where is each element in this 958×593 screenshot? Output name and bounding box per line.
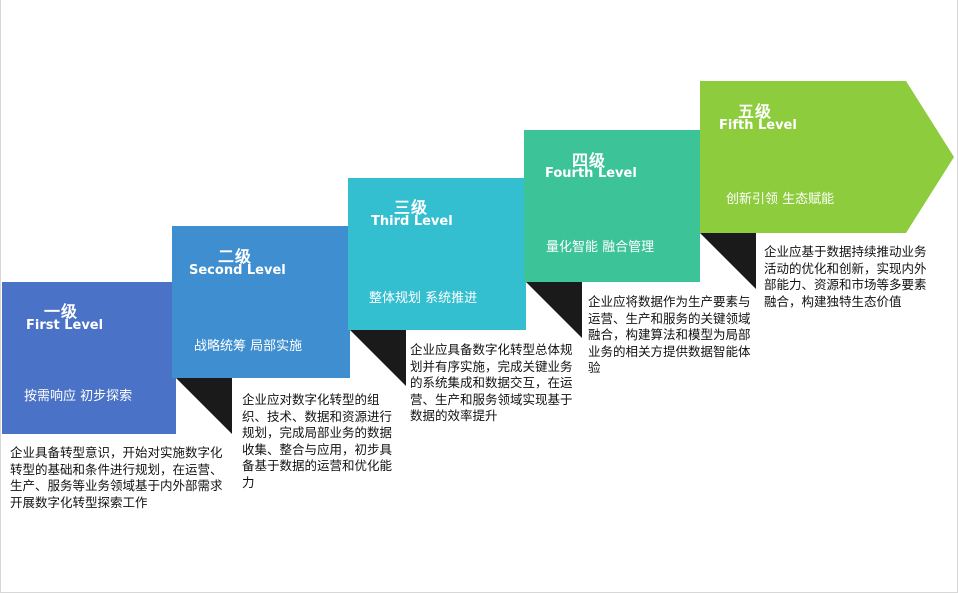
level-1-title-en: First Level bbox=[26, 318, 104, 333]
level-1-description: 企业具备转型意识，开始对实施数字化转型的基础和条件进行规划，在运营、生产、服务等… bbox=[10, 445, 223, 510]
level-2-keywords: 战略统筹 局部实施 bbox=[194, 339, 303, 354]
level-3-description: 企业应具备数字化转型总体规划并有序实施，完成关键业务的系统集成和数据交互，在运营… bbox=[410, 342, 573, 423]
level-5-title-cn: 五级 bbox=[738, 102, 773, 121]
level-1-fold-icon bbox=[176, 378, 232, 434]
level-1-title-cn: 一级 bbox=[44, 302, 79, 321]
level-2-fold-icon bbox=[350, 330, 406, 386]
level-4-fold-icon bbox=[700, 233, 756, 289]
level-5-description: 企业应基于数据持续推动业务活动的优化和创新，实现内外部能力、资源和市场等多要素融… bbox=[764, 244, 927, 309]
level-5-title-en: Fifth Level bbox=[719, 118, 797, 133]
level-4-title-cn: 四级 bbox=[572, 151, 607, 170]
left-border bbox=[0, 0, 1, 593]
level-5-arrow-shape bbox=[700, 81, 954, 233]
level-3-step: 三级 Third Level 整体规划 系统推进 bbox=[348, 178, 526, 330]
level-2-step: 二级 Second Level 战略统筹 局部实施 bbox=[172, 226, 350, 378]
level-2-description: 企业应对数字化转型的组织、技术、数据和资源进行规划，完成局部业务的数据收集、整合… bbox=[242, 392, 393, 490]
level-5-step: 五级 Fifth Level 创新引领 生态赋能 bbox=[700, 81, 956, 233]
level-3-title-cn: 三级 bbox=[394, 198, 429, 217]
level-2-title-cn: 二级 bbox=[218, 247, 253, 266]
level-3-fold-icon bbox=[526, 282, 582, 338]
level-1-keywords: 按需响应 初步探索 bbox=[24, 389, 133, 404]
level-3-title-en: Third Level bbox=[371, 214, 453, 229]
level-4-step: 四级 Fourth Level 量化智能 融合管理 bbox=[524, 130, 700, 282]
level-1-step: 一级 First Level 按需响应 初步探索 bbox=[2, 282, 176, 434]
level-4-description: 企业应将数据作为生产要素与运营、生产和服务的关键领域融合，构建算法和模型为局部业… bbox=[588, 294, 751, 375]
level-4-title-en: Fourth Level bbox=[545, 166, 637, 181]
level-4-keywords: 量化智能 融合管理 bbox=[546, 240, 655, 255]
level-2-title-en: Second Level bbox=[189, 263, 286, 278]
level-3-keywords: 整体规划 系统推进 bbox=[369, 291, 478, 306]
level-5-keywords: 创新引领 生态赋能 bbox=[726, 192, 835, 207]
